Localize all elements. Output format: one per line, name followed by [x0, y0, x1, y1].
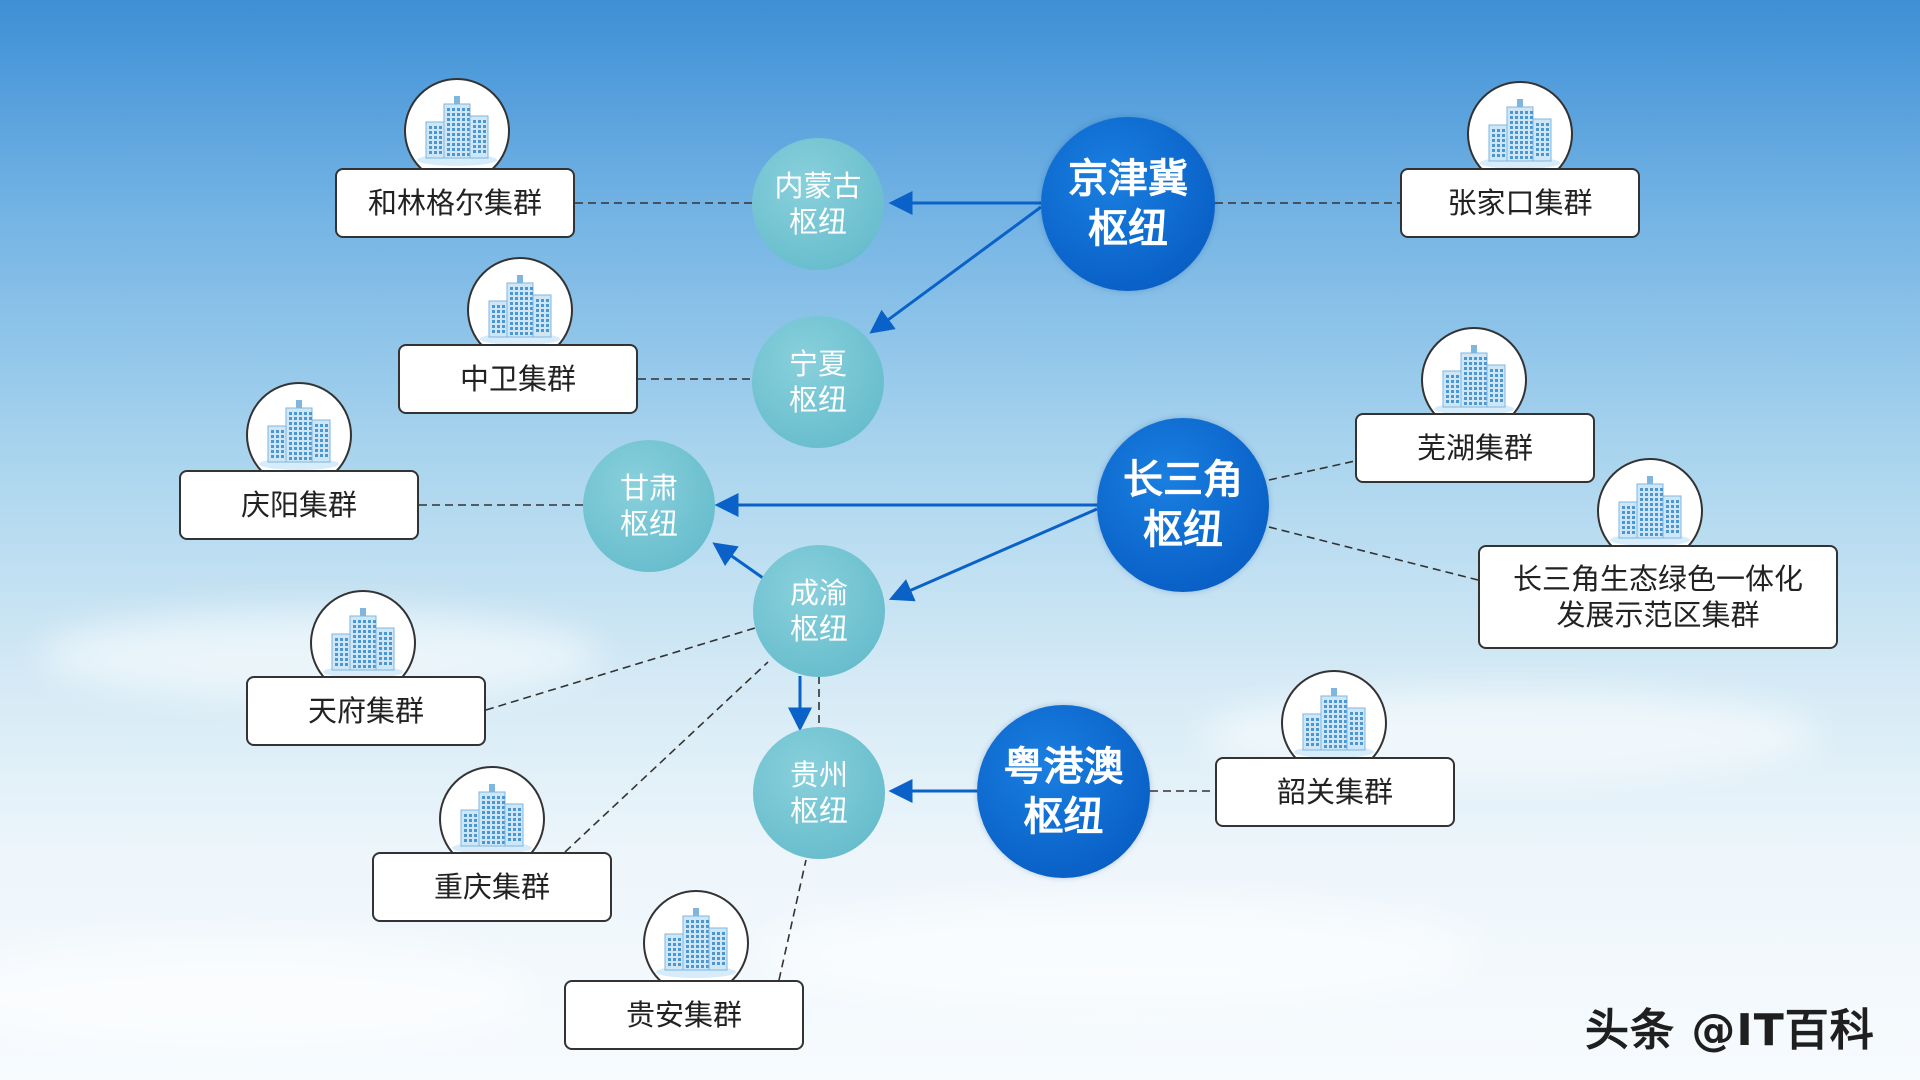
- building-glyph: [417, 96, 497, 166]
- cluster-label: 长三角生态绿色一体化 发展示范区集群: [1512, 562, 1803, 632]
- building-glyph: [1294, 688, 1374, 758]
- node-label: 贵州 枢纽: [789, 758, 848, 828]
- building-glyph: [1610, 476, 1690, 546]
- cluster-label: 韶关集群: [1276, 775, 1393, 809]
- cluster-label: 庆阳集群: [240, 488, 357, 522]
- cluster-label: 芜湖集群: [1416, 431, 1533, 465]
- building-glyph: [656, 908, 736, 978]
- node-neimenggu: 内蒙古 枢纽: [752, 138, 884, 270]
- dashed-link: [778, 859, 807, 981]
- cluster-changsanjiao-demo-zone: 长三角生态绿色一体化 发展示范区集群: [1478, 545, 1838, 649]
- building-glyph: [323, 608, 403, 678]
- hub-jingjinji: 京津冀 枢纽: [1041, 117, 1215, 291]
- dashed-link: [564, 661, 769, 853]
- hub-label: 粤港澳 枢纽: [1003, 743, 1124, 840]
- cluster-chongqing: 重庆集群: [372, 852, 612, 922]
- node-guizhou: 贵州 枢纽: [753, 727, 885, 859]
- arrow-link: [869, 205, 1042, 334]
- dashed-link: [485, 627, 756, 711]
- node-label: 内蒙古 枢纽: [774, 169, 862, 239]
- cluster-qingyang: 庆阳集群: [179, 470, 419, 540]
- cluster-zhangjiakou: 张家口集群: [1400, 168, 1640, 238]
- hub-label: 长三角 枢纽: [1123, 457, 1243, 553]
- cluster-guian: 贵安集群: [564, 980, 804, 1050]
- cluster-label: 张家口集群: [1447, 186, 1593, 220]
- watermark: 头条 @IT百科: [1585, 1005, 1875, 1056]
- cluster-label: 贵安集群: [625, 998, 742, 1032]
- dashed-link: [1268, 526, 1479, 581]
- cluster-tianfu: 天府集群: [246, 676, 486, 746]
- node-label: 甘肃 枢纽: [619, 471, 678, 541]
- cluster-zhongwei: 中卫集群: [398, 344, 638, 414]
- cluster-shaoguan: 韶关集群: [1215, 757, 1455, 827]
- hub-yuegangao: 粤港澳 枢纽: [977, 705, 1150, 878]
- building-glyph: [1434, 345, 1514, 415]
- hub-changsanjiao: 长三角 枢纽: [1097, 418, 1269, 592]
- building-glyph: [480, 275, 560, 345]
- cloud-decoration: [0, 940, 540, 1050]
- node-chengyu: 成渝 枢纽: [753, 545, 885, 677]
- node-label: 成渝 枢纽: [789, 576, 848, 646]
- building-icon: [404, 78, 510, 184]
- node-label: 宁夏 枢纽: [788, 347, 847, 417]
- cluster-wuhu: 芜湖集群: [1355, 413, 1595, 483]
- cluster-label: 重庆集群: [433, 870, 550, 904]
- arrow-link: [712, 542, 764, 580]
- building-glyph: [452, 784, 532, 854]
- dashed-link: [1268, 460, 1356, 481]
- cloud-decoration: [760, 900, 1480, 1010]
- building-icon: [643, 890, 749, 996]
- cluster-helingeer: 和林格尔集群: [335, 168, 575, 238]
- node-gansu: 甘肃 枢纽: [583, 440, 715, 572]
- node-ningxia: 宁夏 枢纽: [752, 316, 884, 448]
- hub-label: 京津冀 枢纽: [1068, 156, 1188, 252]
- cluster-label: 天府集群: [307, 694, 424, 728]
- cluster-label: 中卫集群: [459, 362, 576, 396]
- building-glyph: [1480, 99, 1560, 169]
- building-glyph: [259, 400, 339, 470]
- cluster-label: 和林格尔集群: [367, 186, 542, 220]
- arrow-link: [888, 507, 1098, 602]
